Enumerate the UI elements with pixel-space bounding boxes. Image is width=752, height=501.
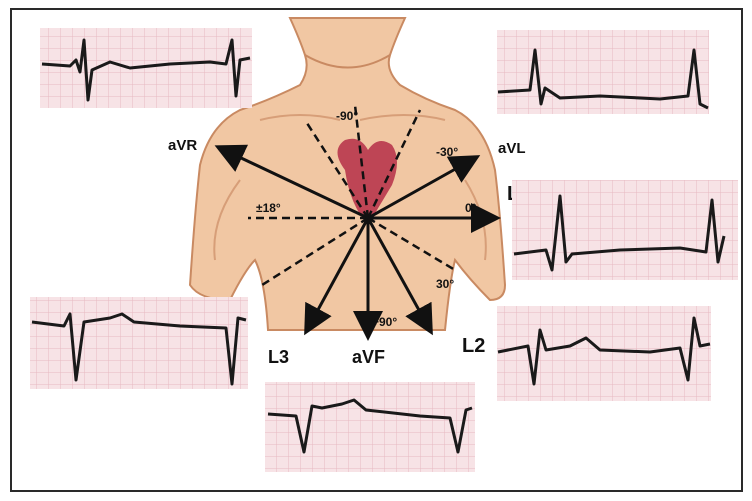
angle-zero: 0° — [465, 201, 477, 215]
lead-label-l2: L2 — [462, 335, 485, 357]
ecg-strip-l1 — [512, 180, 738, 280]
ecg-strip-avr — [40, 28, 252, 108]
angle-plus90: +90° — [372, 315, 397, 329]
ecg-strip-avl — [497, 30, 709, 114]
angle-plus180: ±18° — [256, 201, 281, 215]
angle-minus90: -90° — [336, 109, 358, 123]
ecg-strip-l3 — [30, 297, 248, 389]
lead-label-avl: aVL — [498, 140, 526, 157]
ecg-strip-l2 — [497, 306, 711, 401]
ecg-strip-avf — [265, 382, 475, 472]
lead-label-avf: aVF — [352, 347, 385, 367]
lead-label-avr: aVR — [168, 137, 197, 154]
angle-plus30: 30° — [436, 277, 454, 291]
angle-minus30: -30° — [436, 145, 458, 159]
lead-label-l3: L3 — [268, 347, 289, 367]
